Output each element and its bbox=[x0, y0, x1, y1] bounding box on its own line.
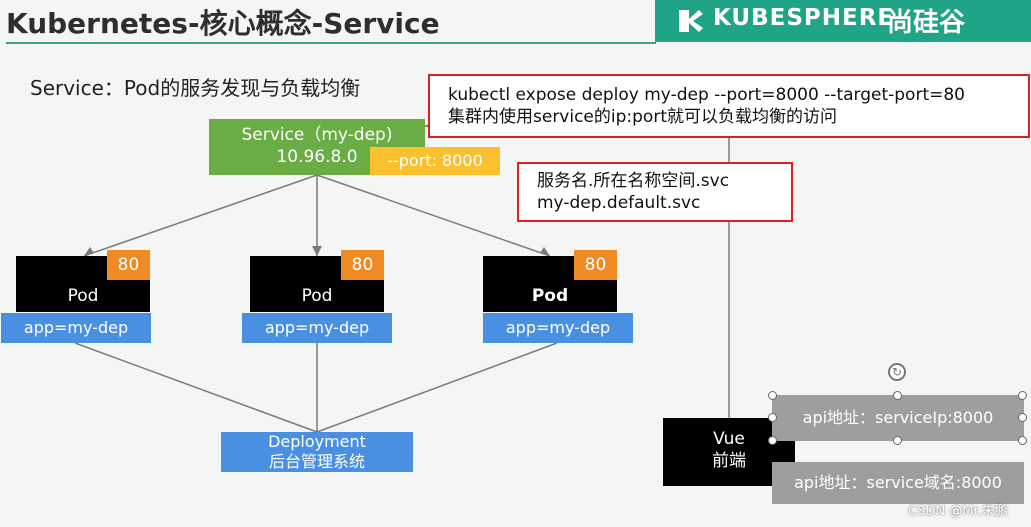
brand-name: KUBESPHERE bbox=[713, 5, 895, 31]
resize-handle[interactable] bbox=[768, 436, 777, 445]
arrow-head-pod2 bbox=[312, 246, 322, 256]
arrow-head-pod3 bbox=[540, 247, 550, 256]
dns-example: my-dep.default.svc bbox=[537, 193, 701, 213]
resize-handle[interactable] bbox=[1018, 391, 1027, 400]
service-port-tag: --port: 8000 bbox=[370, 147, 500, 175]
resize-handle[interactable] bbox=[1018, 413, 1027, 422]
title-underline bbox=[6, 42, 656, 44]
pod-port-badge: 80 bbox=[107, 250, 150, 280]
pod-label: Pod bbox=[301, 286, 333, 306]
service-to-pod3-line bbox=[316, 174, 551, 257]
api-address-dns-label: api地址：service域名:8000 bbox=[772, 462, 1024, 504]
resize-handle[interactable] bbox=[893, 436, 902, 445]
rotate-handle-icon[interactable]: ↻ bbox=[888, 363, 906, 381]
command-callout: kubectl expose deploy my-dep --port=8000… bbox=[428, 74, 1030, 138]
resize-handle[interactable] bbox=[768, 391, 777, 400]
service-ip: 10.96.8.0 bbox=[276, 147, 358, 167]
brand-banner: KUBESPHERE 尚硅谷 bbox=[655, 0, 1031, 42]
brand-partner: 尚硅谷 bbox=[887, 8, 966, 38]
slide-subtitle: Service：Pod的服务发现与负载均衡 bbox=[30, 76, 361, 100]
frontend-desc: 前端 bbox=[712, 451, 746, 471]
pod-box: Pod 80 bbox=[250, 250, 384, 312]
app3-to-deploy-line bbox=[316, 342, 558, 433]
command-text: kubectl expose deploy my-dep --port=8000… bbox=[448, 85, 965, 105]
deployment-box: Deployment 后台管理系统 bbox=[221, 432, 413, 472]
pod-label: Pod bbox=[531, 286, 569, 306]
service-name: Service（my-dep) bbox=[241, 125, 393, 145]
resize-handle[interactable] bbox=[893, 391, 902, 400]
command-description: 集群内使用service的ip:port就可以负载均衡的访问 bbox=[448, 107, 837, 127]
pod-box: Pod 80 bbox=[483, 250, 617, 312]
frontend-name: Vue bbox=[713, 429, 745, 449]
resize-handle[interactable] bbox=[768, 413, 777, 422]
arrow-head-pod1 bbox=[84, 247, 94, 256]
pod-app-label: app=my-dep bbox=[483, 313, 633, 343]
pod-port-badge: 80 bbox=[574, 250, 617, 280]
watermark: CSDN @Mr.朱鹏 bbox=[908, 504, 1008, 519]
deployment-desc: 后台管理系统 bbox=[268, 452, 365, 471]
slide-title: Kubernetes-核心概念-Service bbox=[6, 7, 440, 40]
pod-label: Pod bbox=[67, 286, 99, 306]
service-box: Service（my-dep) 10.96.8.0 bbox=[209, 119, 425, 175]
resize-handle[interactable] bbox=[1018, 436, 1027, 445]
pod-port-badge: 80 bbox=[341, 250, 384, 280]
deployment-name: Deployment bbox=[268, 432, 366, 451]
dns-pattern: 服务名.所在名称空间.svc bbox=[537, 171, 730, 191]
pod-box: Pod 80 bbox=[16, 250, 150, 312]
kubesphere-logo-icon bbox=[679, 10, 703, 32]
pod-app-label: app=my-dep bbox=[1, 313, 151, 343]
app1-to-deploy-line bbox=[74, 342, 318, 433]
service-to-pod1-line bbox=[83, 174, 318, 257]
pod-app-label: app=my-dep bbox=[242, 313, 392, 343]
api-address-ip-label[interactable]: api地址：serviceIp:8000 bbox=[772, 395, 1024, 441]
dns-callout: 服务名.所在名称空间.svc my-dep.default.svc bbox=[517, 162, 793, 222]
